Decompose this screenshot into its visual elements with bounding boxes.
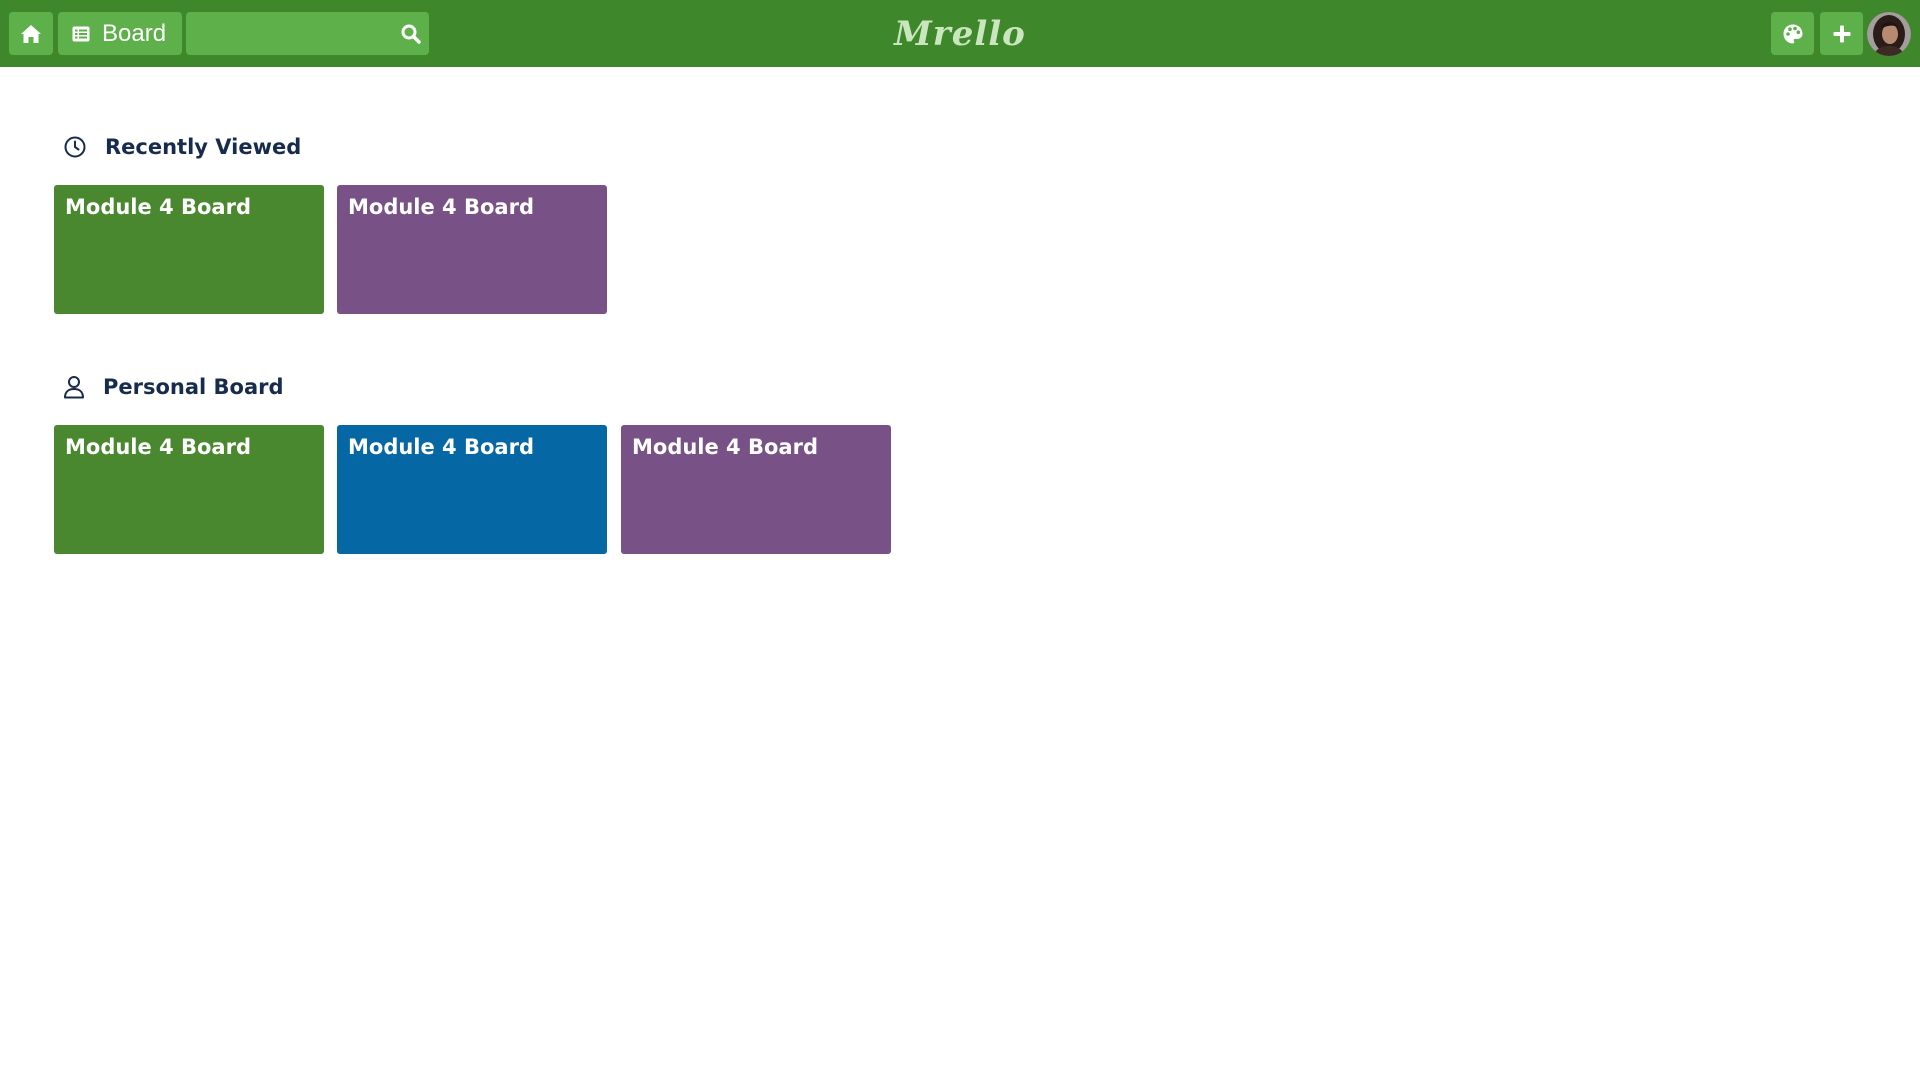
board-tile-name: Module 4 Board bbox=[65, 195, 251, 219]
boards-button[interactable]: Board bbox=[58, 12, 182, 55]
user-icon bbox=[64, 376, 84, 399]
top-navigation-bar: Board Mrello bbox=[0, 0, 1920, 67]
create-board-button[interactable] bbox=[1820, 12, 1863, 55]
home-button[interactable] bbox=[9, 12, 53, 55]
recently-viewed-heading: Recently Viewed bbox=[63, 135, 301, 159]
board-tile-name: Module 4 Board bbox=[348, 435, 534, 459]
clock-icon bbox=[64, 136, 86, 158]
search-input[interactable] bbox=[186, 12, 391, 55]
board-tile[interactable]: Module 4 Board bbox=[621, 425, 891, 554]
board-tile[interactable]: Module 4 Board bbox=[337, 185, 607, 314]
change-theme-button[interactable] bbox=[1771, 12, 1814, 55]
search-box bbox=[186, 12, 429, 55]
personal-board-title: Personal Board bbox=[103, 375, 284, 399]
user-avatar[interactable] bbox=[1867, 12, 1911, 56]
board-tile[interactable]: Module 4 Board bbox=[54, 185, 324, 314]
plus-icon bbox=[1833, 25, 1850, 42]
board-tile-name: Module 4 Board bbox=[632, 435, 818, 459]
recently-viewed-title: Recently Viewed bbox=[105, 135, 302, 159]
board-tile[interactable]: Module 4 Board bbox=[54, 425, 324, 554]
board-list-icon bbox=[72, 26, 90, 41]
home-icon bbox=[21, 24, 41, 43]
boards-button-label: Board bbox=[102, 19, 167, 47]
board-tile-name: Module 4 Board bbox=[348, 195, 534, 219]
user-avatar-image bbox=[1867, 12, 1911, 56]
palette-icon bbox=[1783, 24, 1802, 43]
board-tile[interactable]: Module 4 Board bbox=[337, 425, 607, 554]
search-icon[interactable] bbox=[400, 23, 422, 45]
brand-logo-text: Mrello bbox=[894, 13, 1026, 54]
personal-board-heading: Personal Board bbox=[63, 375, 284, 399]
board-tile-name: Module 4 Board bbox=[65, 435, 251, 459]
